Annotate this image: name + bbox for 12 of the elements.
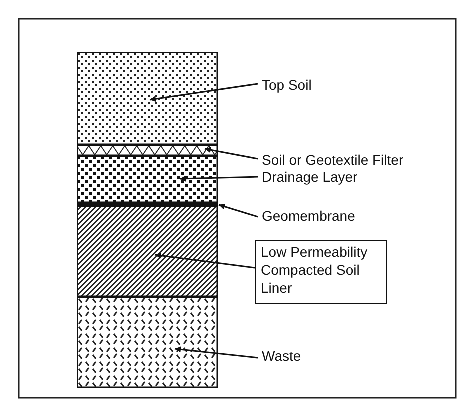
layer-label: Geomembrane <box>262 207 382 225</box>
layer-label: Top Soil <box>262 76 342 94</box>
leader-arrow <box>174 346 258 359</box>
leader-arrow <box>218 204 258 218</box>
leader-arrow <box>150 83 258 102</box>
layer-label: Low Permeability Compacted Soil Liner <box>255 240 387 304</box>
layer-label: Soil or Geotextile Filter <box>262 151 452 169</box>
leader-arrow <box>180 176 258 182</box>
leader-arrow <box>154 252 256 269</box>
leader-arrow <box>204 147 258 160</box>
layer-label: Waste <box>262 347 342 365</box>
layer-label: Drainage Layer <box>262 168 382 186</box>
